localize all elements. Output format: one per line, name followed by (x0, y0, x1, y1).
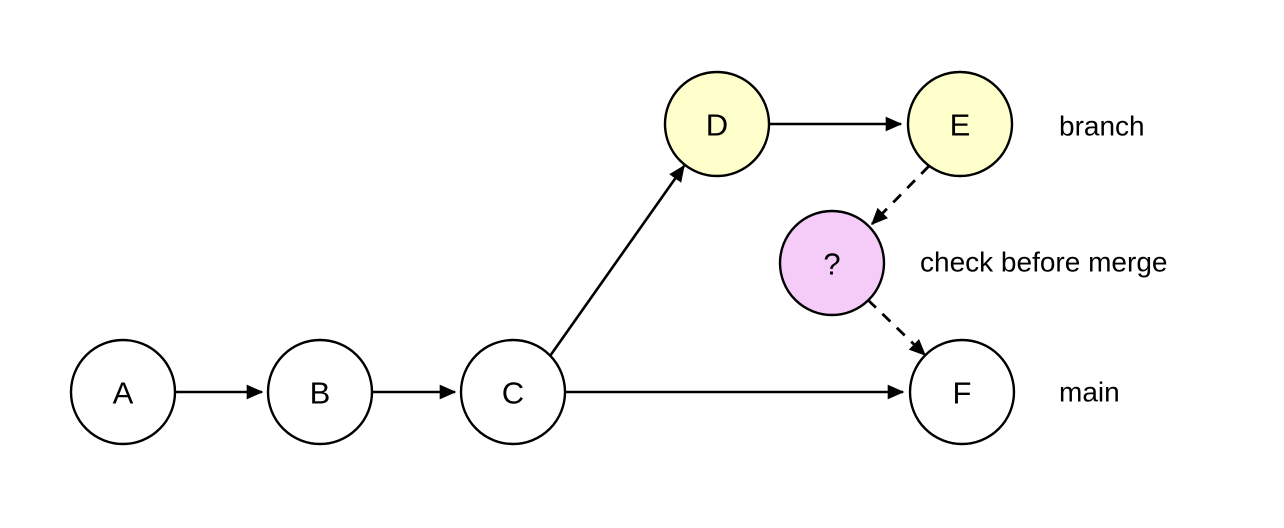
node-a-circle[interactable] (69, 338, 177, 446)
edge-c-to-d (548, 164, 686, 357)
edge-layer (175, 116, 930, 400)
node-layer: A B C D E ? (69, 70, 1016, 446)
node-e-label: E (950, 108, 971, 143)
node-d-circle[interactable] (663, 70, 771, 178)
node-f-circle[interactable] (908, 338, 1016, 446)
node-c[interactable]: C (459, 338, 567, 446)
node-a[interactable]: A (69, 338, 177, 446)
node-question[interactable]: ? (778, 209, 886, 317)
node-c-label: C (502, 376, 524, 411)
label-check-before-merge: check before merge (920, 247, 1167, 278)
label-branch: branch (1059, 111, 1145, 142)
node-b[interactable]: B (266, 338, 374, 446)
label-main: main (1059, 377, 1120, 408)
node-question-circle[interactable] (778, 209, 886, 317)
node-question-label: ? (823, 247, 840, 282)
node-e[interactable]: E (906, 70, 1014, 178)
edge-question-to-f (867, 298, 926, 357)
node-a-label: A (113, 376, 134, 411)
node-b-label: B (310, 376, 331, 411)
node-e-circle[interactable] (906, 70, 1014, 178)
annotation-layer: branch check before merge main (920, 111, 1167, 408)
node-d[interactable]: D (663, 70, 771, 178)
node-d-label: D (706, 108, 728, 143)
node-b-circle[interactable] (266, 338, 374, 446)
edge-e-to-question (871, 165, 930, 225)
node-f-label: F (953, 376, 972, 411)
node-c-circle[interactable] (459, 338, 567, 446)
node-f[interactable]: F (908, 338, 1016, 446)
